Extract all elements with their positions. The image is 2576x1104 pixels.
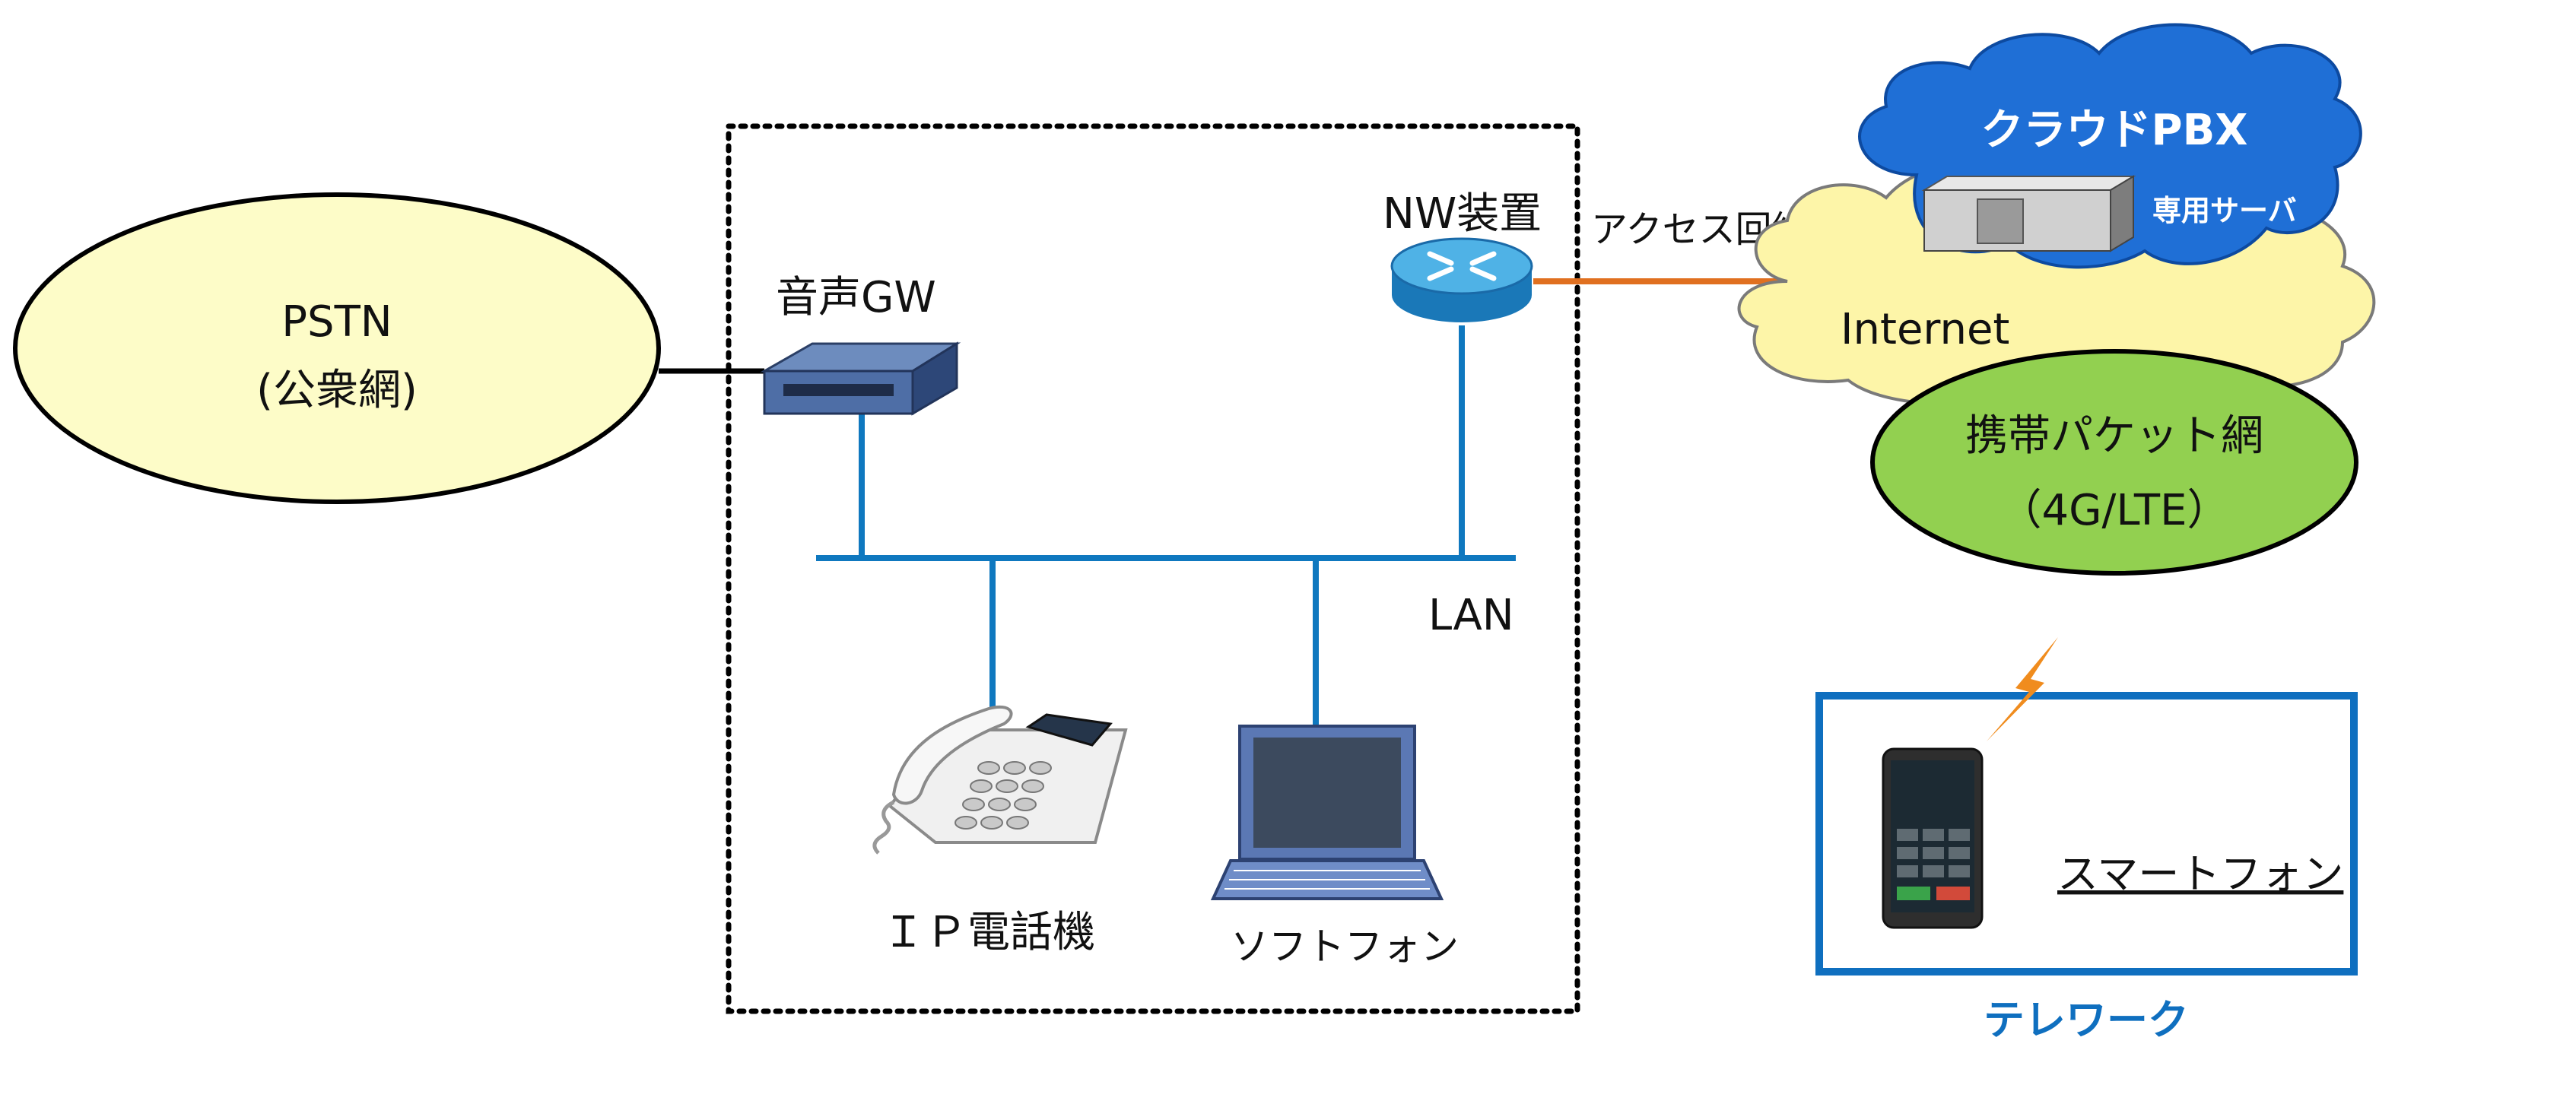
voice-gateway: 音声GW xyxy=(760,273,961,416)
pstn-network: PSTN (公衆網) xyxy=(13,192,661,504)
ip-phone-cord xyxy=(872,800,895,855)
router-arrows-icon xyxy=(1427,251,1497,281)
ip-phone-keypad xyxy=(954,761,1052,830)
office-boundary xyxy=(726,123,1580,1014)
lan-wiring xyxy=(816,325,1516,726)
internet-label: Internet xyxy=(1841,305,2009,354)
nw-router: NW装置 xyxy=(1383,189,1542,322)
smartphone-label: スマートフォン xyxy=(2057,850,2343,898)
softphone-laptop-icon xyxy=(1210,725,1444,900)
server-side xyxy=(2110,175,2134,252)
gateway-label: 音声GW xyxy=(776,273,936,322)
gateway-ports xyxy=(783,384,894,396)
mobile-network-title: 携帯パケット網 xyxy=(1965,411,2263,461)
pstn-ellipse xyxy=(13,192,661,504)
cloud-pbx-title: クラウドPBX xyxy=(1981,106,2248,155)
router-top xyxy=(1390,237,1533,295)
laptop-keys xyxy=(1224,870,1430,890)
lightning-icon xyxy=(1987,637,2058,741)
telework-box: スマートフォン xyxy=(1815,637,2358,976)
ip-phone-display xyxy=(1025,713,1113,747)
telework-caption: テレワーク xyxy=(1984,996,2189,1044)
pstn-title: PSTN xyxy=(281,297,392,347)
cloud-pbx: クラウドPBX 専用サーバ xyxy=(1858,23,2362,269)
lan-label: LAN xyxy=(1428,591,1514,640)
pstn-subtitle: (公衆網) xyxy=(256,366,418,415)
server-bay xyxy=(1977,198,2024,244)
nw-device-label: NW装置 xyxy=(1383,189,1542,239)
server-top xyxy=(1921,176,2136,191)
telework-frame xyxy=(1815,692,2358,976)
mobile-packet-network: 携帯パケット網 （4G/LTE） xyxy=(1870,349,2358,576)
smartphone-keypad xyxy=(1897,829,1970,900)
server-label: 専用サーバ xyxy=(2152,194,2297,227)
laptop-screen xyxy=(1253,738,1401,848)
mobile-network-subtitle: （4G/LTE） xyxy=(1999,486,2230,535)
softphone-label: ソフトフォン xyxy=(1231,925,1459,969)
ip-phone-label: ＩＰ電話機 xyxy=(882,908,1095,957)
mobile-network-ellipse xyxy=(1870,349,2358,576)
ip-phone-handset xyxy=(891,705,1013,805)
ip-phone-icon xyxy=(872,705,1128,855)
